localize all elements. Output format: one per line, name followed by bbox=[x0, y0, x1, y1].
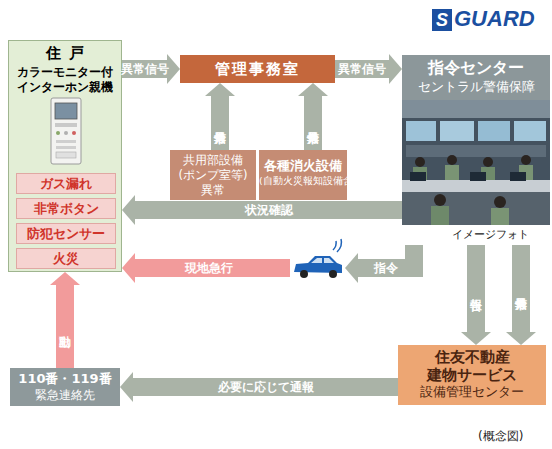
arrow-shaft bbox=[56, 285, 74, 368]
node-text: (自動火災報知設備含) bbox=[259, 174, 347, 188]
node-text: 住戸 bbox=[9, 44, 121, 62]
node-text: 防犯センサー bbox=[17, 224, 115, 243]
arrow-head bbox=[389, 54, 402, 84]
arrow-head bbox=[167, 54, 180, 84]
arrow-shaft bbox=[135, 259, 290, 277]
facility-center-box: 住友不動産 建物サービス設備管理センター bbox=[398, 345, 546, 405]
intercom-illustration bbox=[51, 98, 81, 164]
caption: (概念図) bbox=[478, 428, 523, 445]
node-text: 共用部設備 (ポンプ室等) 異常 bbox=[170, 150, 256, 198]
photo-note: イメージフォト bbox=[452, 228, 529, 242]
alarm-box: ガス漏れ bbox=[16, 173, 116, 194]
edge-label: 指令 bbox=[374, 261, 398, 275]
node-text: ガス漏れ bbox=[17, 174, 115, 193]
node-text: 火災 bbox=[17, 249, 115, 268]
edge-label: 異常信号 bbox=[121, 62, 169, 76]
block-arrow bbox=[506, 245, 536, 345]
node-text: 設備管理センター bbox=[398, 384, 546, 400]
block-arrow bbox=[205, 83, 235, 150]
edge-label: 異常信号 bbox=[338, 62, 386, 76]
edge-label: 必要に応じて通報 bbox=[218, 380, 314, 394]
arrow-head bbox=[461, 332, 491, 345]
alarm-box: 防犯センサー bbox=[16, 223, 116, 244]
arrow-head bbox=[506, 332, 536, 345]
node-text: 緊急連絡先 bbox=[10, 387, 120, 403]
edge-label: 現地急行 bbox=[185, 261, 233, 275]
logo-mark: S bbox=[432, 9, 452, 31]
block-arrow bbox=[335, 54, 402, 84]
block-arrow bbox=[50, 272, 80, 368]
edge-label: 状況確認 bbox=[245, 203, 293, 217]
node-text: セントラル警備保障 bbox=[402, 78, 550, 96]
arrow-head bbox=[345, 253, 358, 283]
alarm-box: 非常ボタン bbox=[16, 198, 116, 219]
block-arrow bbox=[298, 83, 328, 150]
arrow-shaft bbox=[335, 60, 389, 78]
fire-equipment-box: 各種消火設備(自動火災報知設備含) bbox=[259, 150, 347, 200]
arrow-shaft bbox=[512, 245, 530, 332]
node-text: 110番・119番 bbox=[10, 370, 120, 387]
logo-text: GUARD bbox=[454, 6, 535, 32]
arrow-shaft bbox=[211, 96, 229, 150]
node-text: 指令センター bbox=[402, 58, 550, 78]
node-text: 各種消火設備 bbox=[259, 158, 347, 174]
emergency-box: 110番・119番緊急連絡先 bbox=[10, 368, 120, 406]
block-arrow bbox=[122, 195, 402, 225]
arrow-head bbox=[298, 83, 328, 96]
arrow-shaft bbox=[135, 201, 402, 219]
patrol-car bbox=[294, 239, 342, 278]
arrow-shaft bbox=[304, 96, 322, 150]
control-room-photo bbox=[402, 100, 550, 225]
alarm-box: 火災 bbox=[16, 248, 116, 269]
arrow-head bbox=[205, 83, 235, 96]
office-box: 管理事務室 bbox=[180, 55, 335, 83]
arrow-head bbox=[50, 272, 80, 285]
node-text: 住友不動産 建物サービス bbox=[398, 348, 546, 384]
arrow-shaft bbox=[467, 245, 485, 332]
block-arrow bbox=[120, 372, 398, 402]
arrow-head bbox=[122, 195, 135, 225]
arrow-head bbox=[122, 253, 135, 283]
arrow-head bbox=[120, 372, 133, 402]
block-arrow bbox=[461, 245, 491, 345]
arrow-shaft bbox=[133, 378, 398, 396]
node-text: 管理事務室 bbox=[180, 55, 335, 83]
node-text: 非常ボタン bbox=[17, 199, 115, 218]
equipment-box: 共用部設備 (ポンプ室等) 異常 bbox=[170, 150, 256, 200]
node-text: カラーモニター付 インターホン親機 bbox=[9, 65, 121, 95]
block-arrow bbox=[122, 245, 414, 283]
